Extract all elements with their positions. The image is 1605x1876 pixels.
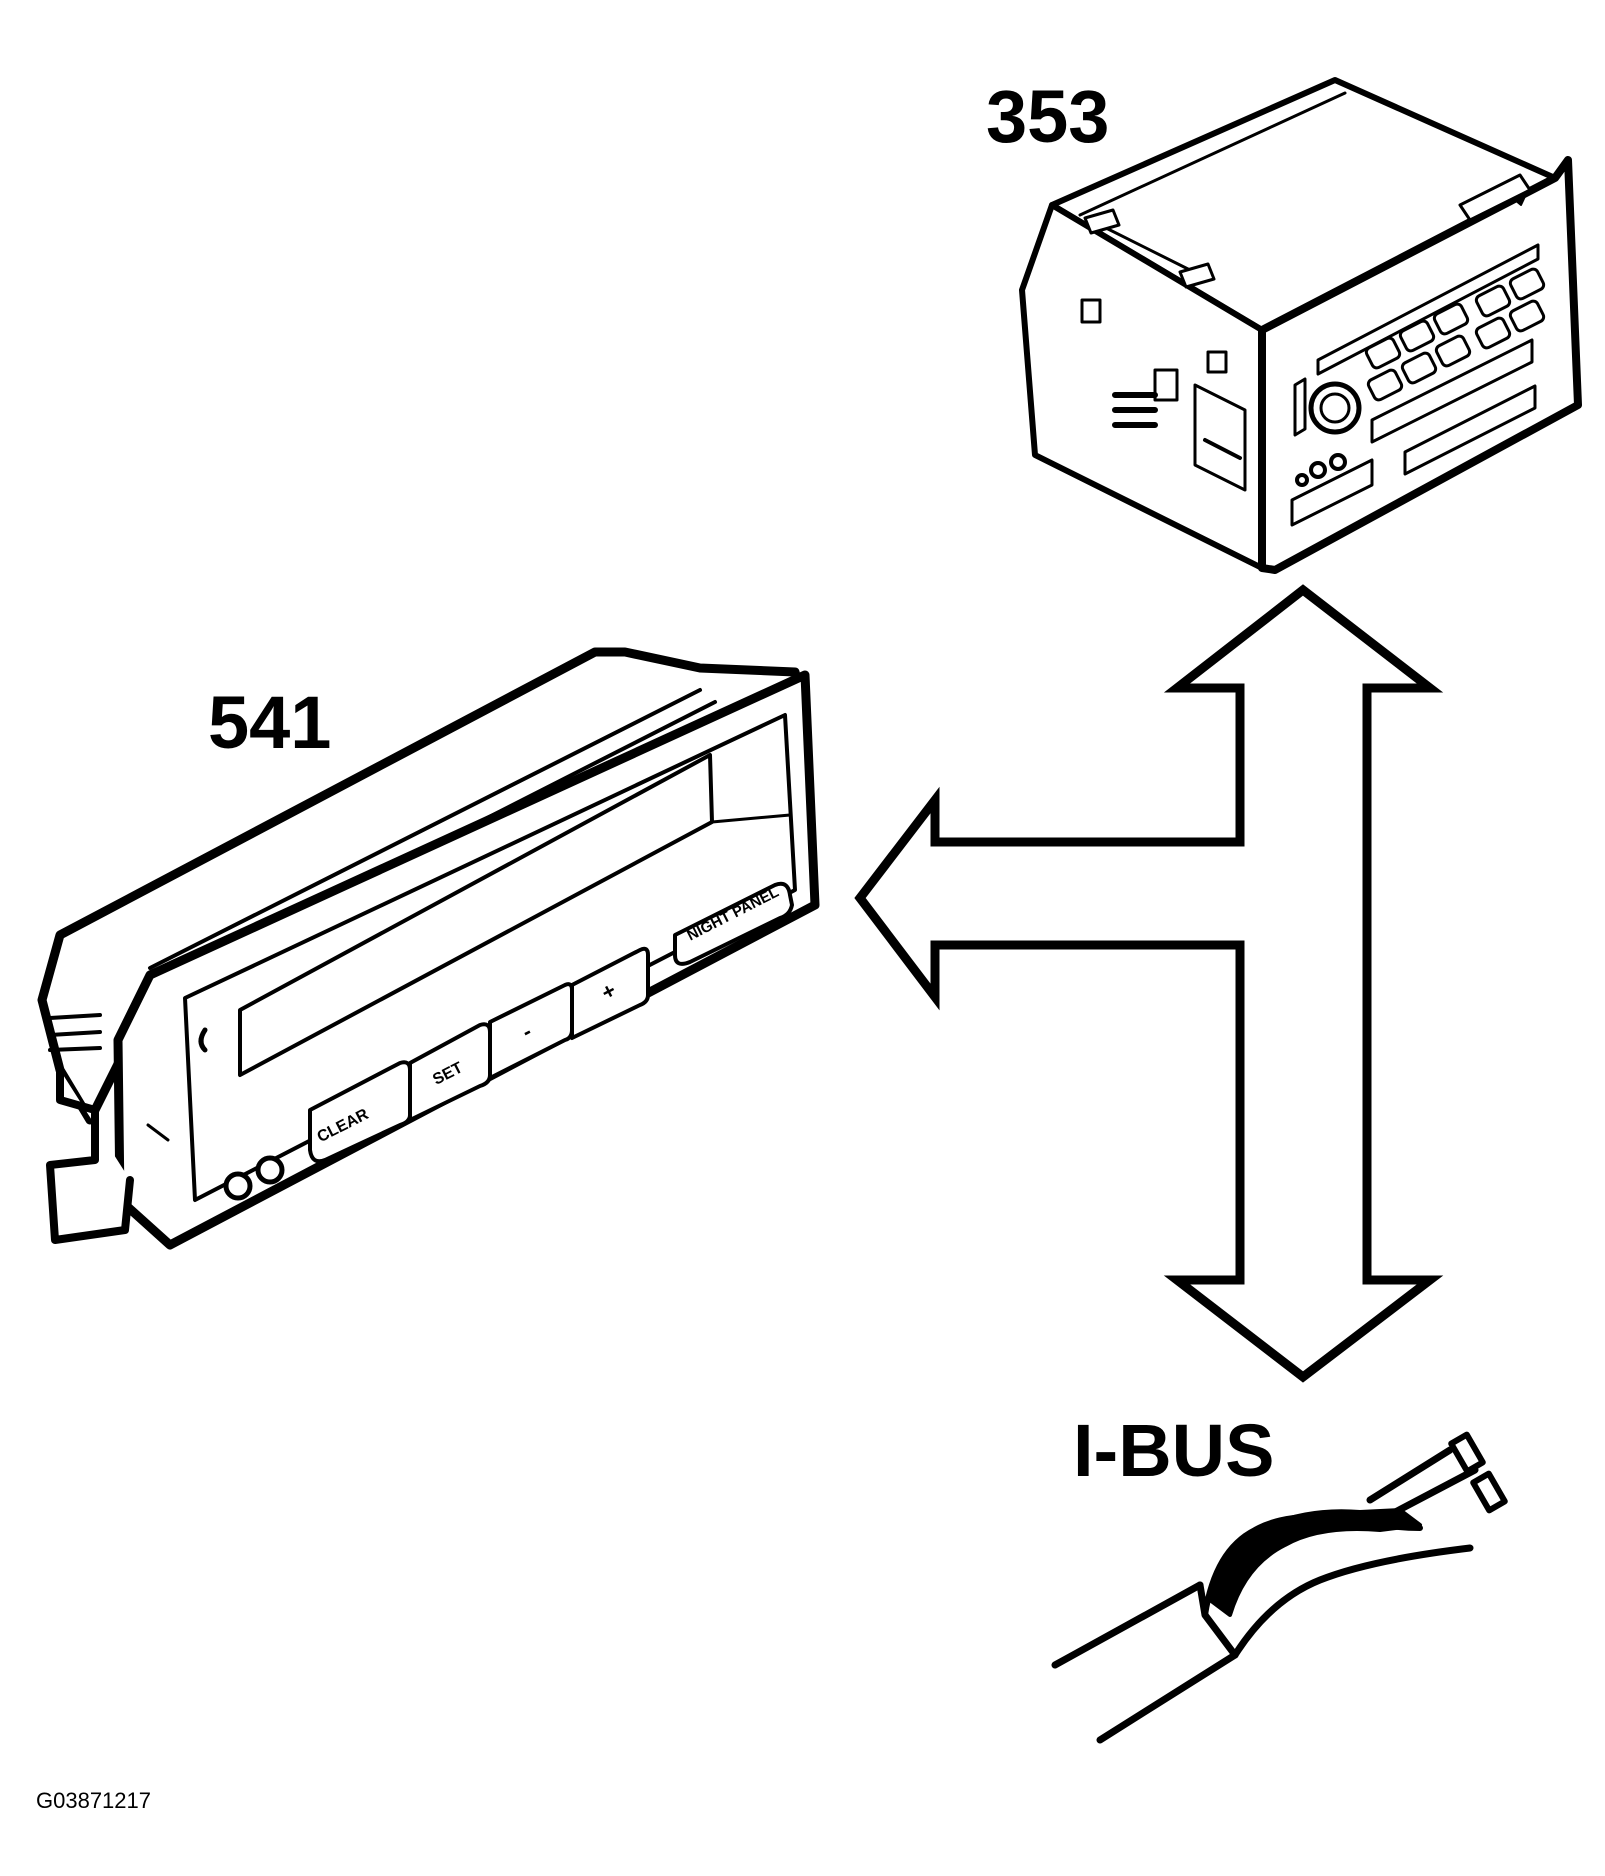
radio-unit-353 xyxy=(1019,77,1582,574)
figure-id: G03871217 xyxy=(36,1788,151,1813)
ibus-cable-icon xyxy=(1051,1431,1508,1744)
display-unit-label: 541 xyxy=(208,681,332,764)
bus-connection-arrow xyxy=(854,584,1444,1383)
display-unit-541 xyxy=(37,647,820,1250)
bus-label: I-BUS xyxy=(1073,1409,1275,1492)
radio-unit-label: 353 xyxy=(986,75,1110,158)
